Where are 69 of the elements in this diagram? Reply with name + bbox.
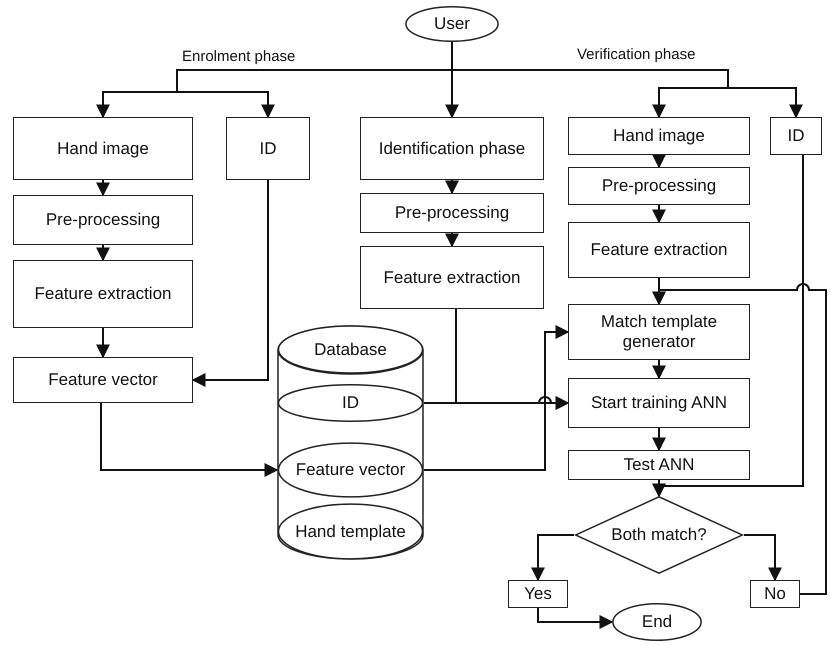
node-text: Feature vector: [47, 370, 159, 390]
terminal-ellipse: [277, 442, 424, 498]
node-text: User: [433, 14, 471, 34]
terminal-ellipse: [277, 384, 424, 422]
arrow: [744, 534, 782, 582]
process-box: [360, 193, 544, 233]
node-text: Start training ANN: [590, 393, 728, 413]
process-box: [568, 117, 750, 155]
arrow: [96, 245, 110, 262]
arrow: [451, 42, 803, 118]
process-box: [13, 260, 193, 328]
terminal-ellipse: [612, 603, 702, 641]
node-text: ID: [258, 138, 278, 158]
arrow: [96, 180, 110, 196]
arrow: [424, 325, 570, 471]
node-text: Match template generator: [600, 312, 718, 352]
node-text: Feature vector: [294, 460, 406, 480]
arrow: [445, 180, 459, 194]
arrow: [96, 328, 110, 358]
node-text: Feature extraction: [589, 240, 728, 260]
arrow: [652, 480, 666, 498]
node-text: Hand template: [294, 522, 407, 542]
arrow: [652, 360, 666, 380]
edge-label: Enrolment phase: [180, 48, 298, 65]
terminal-ellipse: [405, 6, 499, 42]
process-box: [13, 117, 193, 180]
process-box: [568, 450, 750, 480]
arrow: [424, 396, 570, 410]
decision-diamond: [574, 496, 744, 574]
process-box: [750, 580, 800, 608]
process-box: [360, 246, 544, 309]
process-box: [508, 580, 568, 608]
arrow: [652, 283, 827, 595]
arrow: [100, 403, 278, 477]
process-box: [360, 117, 544, 180]
arrow: [652, 205, 666, 224]
arrow: [531, 534, 574, 582]
node-text: Feature extraction: [33, 284, 172, 304]
node-text: Test ANN: [622, 455, 696, 475]
arrow: [652, 428, 666, 452]
node-text: Pre-processing: [600, 176, 718, 196]
node-text: Pre-processing: [44, 210, 162, 230]
arrow: [192, 180, 269, 387]
node-text: Hand image: [612, 126, 706, 146]
process-box: [13, 195, 193, 245]
node-text: Database: [313, 340, 388, 360]
node-text: ID: [341, 393, 360, 413]
process-box: [568, 378, 750, 428]
node-text: Yes: [523, 584, 553, 604]
node-text: ID: [786, 126, 806, 146]
process-box: [226, 117, 310, 180]
process-box: [13, 357, 193, 403]
terminal-ellipse: [277, 325, 424, 374]
terminal-ellipse: [277, 503, 424, 560]
edge-label: Verification phase: [575, 46, 698, 63]
process-box: [568, 304, 750, 360]
process-box: [770, 117, 822, 155]
node-text: Pre-processing: [394, 203, 510, 223]
node-text: No: [763, 584, 787, 604]
arrow: [445, 233, 459, 248]
process-box: [568, 222, 750, 278]
node-text: End: [640, 612, 674, 632]
node-text: Feature extraction: [382, 268, 522, 288]
node-text: Both match?: [610, 525, 708, 545]
arrow: [537, 608, 614, 629]
arrow: [652, 154, 666, 168]
node-text: Identification phase: [378, 138, 526, 158]
node-text: Hand image: [56, 138, 150, 158]
process-box: [568, 167, 750, 205]
